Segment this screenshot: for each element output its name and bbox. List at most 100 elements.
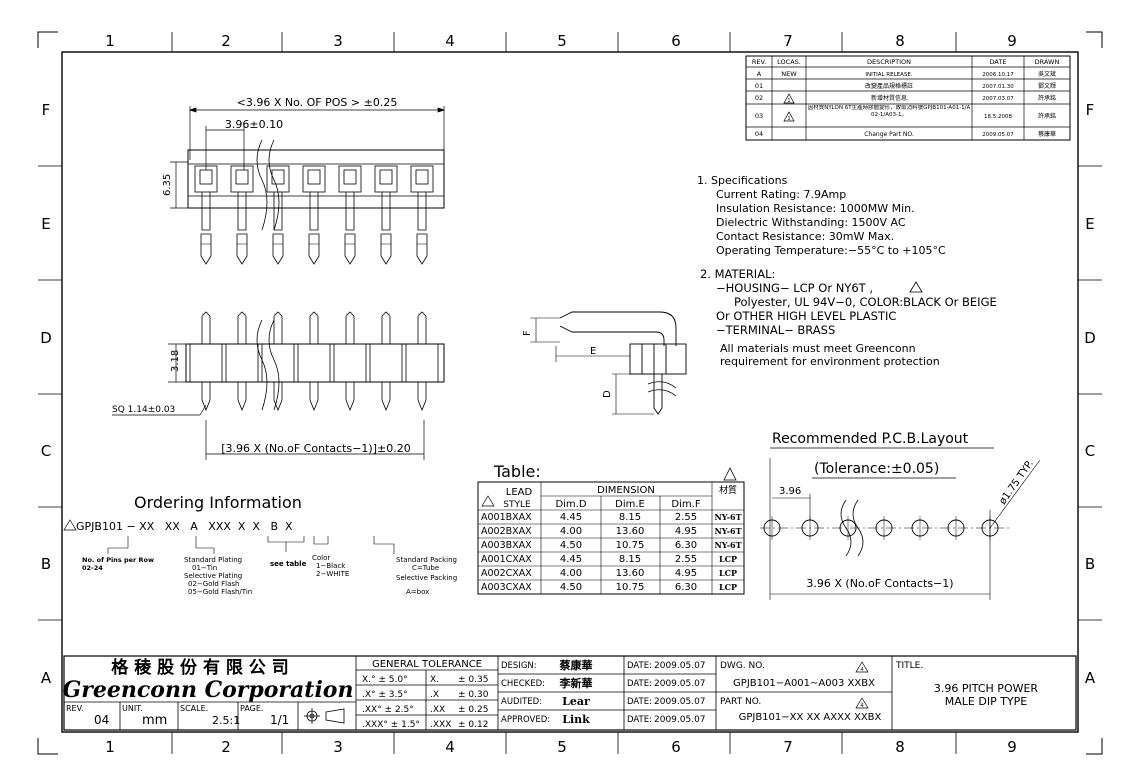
pin-housing-cell bbox=[374, 165, 398, 193]
tolerance-decimal: .X bbox=[430, 690, 439, 700]
signoff-name: Link bbox=[562, 713, 590, 726]
tolerance-row: .XX° ± 2.5°.XX± 0.25 bbox=[362, 705, 488, 715]
table-cell-style: A002BXAX bbox=[481, 526, 532, 537]
drawing-title-line: MALE DIP TYPE bbox=[945, 695, 1028, 708]
tolerance-decimal: X. bbox=[430, 675, 439, 685]
table-title: Table: bbox=[493, 462, 541, 481]
packing-line: Selective Packing bbox=[396, 574, 457, 582]
table-cell-style: A003CXAX bbox=[481, 582, 532, 593]
row-label: A bbox=[1085, 669, 1096, 687]
title-label: TITLE. bbox=[895, 661, 923, 671]
rev-row-rev: 04 bbox=[755, 130, 763, 138]
table-col-e: Dim.E bbox=[615, 499, 645, 510]
table-cell-e: 8.15 bbox=[619, 554, 641, 565]
pin-top bbox=[273, 316, 283, 344]
material-line: −HOUSING− LCP Or NY6T , bbox=[716, 281, 873, 295]
dim-overall-length: <3.96 X No. OF POS > ±0.25 bbox=[237, 96, 398, 109]
rev-row-date: 18.5.2008 bbox=[984, 114, 1012, 120]
tolerance-decimal: .XX bbox=[430, 705, 445, 715]
ordering-information: Ordering Information GPJB101 − XX XX A X… bbox=[63, 493, 457, 596]
pin-tip bbox=[380, 233, 392, 265]
tolerance-value: ± 0.12 bbox=[458, 720, 488, 730]
table-cell-f: 6.30 bbox=[675, 582, 697, 593]
spec-line: Current Rating: 7.9Amp bbox=[716, 188, 846, 201]
table-cell-e: 13.60 bbox=[616, 568, 645, 579]
row-label: F bbox=[42, 101, 51, 119]
rev-row-drawn: 許承銘 bbox=[1038, 94, 1056, 102]
pin-shank bbox=[201, 382, 211, 412]
revision-flag-icon bbox=[63, 519, 77, 531]
pin-housing-cell bbox=[194, 165, 218, 193]
dim-side-d: D bbox=[602, 390, 613, 398]
column-label: 9 bbox=[1007, 738, 1017, 756]
revision-table: REV. LOCAS. DESCRIPTION DATE DRAWN A NEW… bbox=[745, 55, 1071, 141]
table-cell-f: 2.55 bbox=[675, 554, 697, 565]
dim-side-e: E bbox=[590, 346, 596, 357]
revision-flag-icon bbox=[909, 281, 923, 293]
pin-tip bbox=[416, 233, 428, 265]
table-cell-d: 4.00 bbox=[560, 568, 582, 579]
pin-top bbox=[199, 169, 213, 185]
packing-title: Standard Packing bbox=[396, 556, 457, 564]
pin-top bbox=[271, 169, 285, 185]
rev-value: 04 bbox=[94, 713, 109, 727]
rev-row-desc: 改變產品規格標註 bbox=[865, 82, 913, 90]
row-label: D bbox=[1084, 329, 1096, 347]
packing-line: C=Tube bbox=[412, 564, 439, 572]
ordering-see-table: see table bbox=[270, 560, 307, 568]
table-cell-style: A001BXAX bbox=[481, 512, 532, 523]
pin-top bbox=[307, 169, 321, 185]
column-label: 1 bbox=[105, 32, 115, 50]
table-cell-material: NY-6T bbox=[714, 512, 741, 522]
pin-top bbox=[201, 316, 211, 344]
rev-row-rev: 03 bbox=[755, 112, 763, 120]
row-label: C bbox=[1085, 442, 1095, 460]
table-cell-f: 4.95 bbox=[675, 568, 697, 579]
material-line: Or OTHER HIGH LEVEL PLASTIC bbox=[716, 309, 896, 323]
pin-shank bbox=[273, 192, 283, 231]
dim-height-front: 3.18 bbox=[170, 350, 181, 372]
rev-row-drawn: 蔡康華 bbox=[1038, 130, 1056, 138]
table-cell-f: 4.95 bbox=[675, 526, 697, 537]
spec-line: Operating Temperature:−55°C to +105°C bbox=[716, 244, 946, 257]
pin-top bbox=[309, 316, 319, 344]
signoff-date-label: DATE: bbox=[627, 715, 652, 725]
table-cell-d: 4.50 bbox=[560, 582, 582, 593]
rev-header-drawn: DRAWN bbox=[1035, 58, 1060, 66]
pin-shank bbox=[417, 192, 427, 231]
tolerance-decimal: .XXX bbox=[430, 720, 451, 730]
rev-row-drawn: 許承銘 bbox=[1038, 112, 1056, 120]
row-label: E bbox=[41, 215, 50, 233]
plating-line: 05−Gold Flash/Tin bbox=[188, 588, 252, 596]
connector-front-view: 3.18 SQ 1.14±0.03 [3.96 X (No.oF Contact… bbox=[112, 311, 445, 460]
pin-shank bbox=[345, 192, 355, 231]
pcb-hole-size: ø1.75 TYP. bbox=[997, 458, 1036, 506]
material-line: Polyester, UL 94V−0, COLOR:BLACK Or BEIG… bbox=[734, 295, 997, 309]
scale-label: SCALE. bbox=[180, 704, 208, 713]
rev-row-rev: 02 bbox=[755, 94, 763, 102]
column-label: 2 bbox=[221, 32, 231, 50]
pcb-span: 3.96 X (No.oF Contacts−1) bbox=[806, 577, 953, 590]
top-view-pins bbox=[194, 165, 434, 265]
row-label: D bbox=[40, 329, 52, 347]
material-line: −TERMINAL− BRASS bbox=[716, 323, 835, 337]
row-label: A bbox=[41, 669, 52, 687]
part-number: GPJB101−XX XX AXXX XXBX bbox=[739, 712, 882, 723]
column-label: 5 bbox=[557, 738, 567, 756]
table-cell-material: LCP bbox=[719, 554, 737, 564]
pin-tip bbox=[273, 311, 283, 317]
table-cell-d: 4.00 bbox=[560, 526, 582, 537]
pin-tip bbox=[200, 233, 212, 265]
pin-housing-cell bbox=[333, 343, 367, 383]
row-label: B bbox=[41, 555, 51, 573]
table-cell-material: NY-6T bbox=[714, 540, 741, 550]
pin-shank bbox=[381, 382, 391, 412]
pin-housing-cell bbox=[189, 343, 223, 383]
table-header-style: STYLE bbox=[503, 500, 531, 510]
dim-side-f: F bbox=[522, 330, 533, 336]
